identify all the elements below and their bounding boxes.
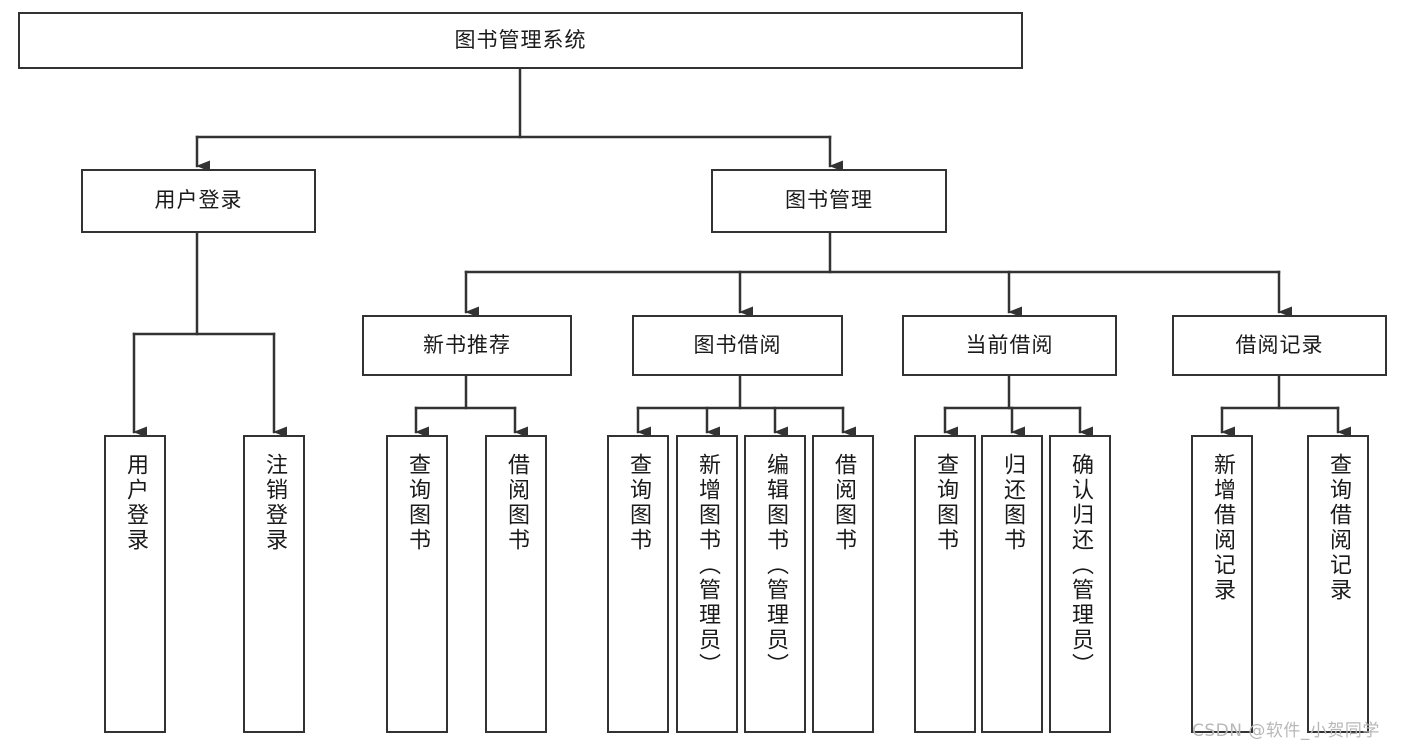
node-root-label: 图书管理系统 [454,27,587,52]
node-user-login[interactable]: 用户登录 [81,169,316,233]
node-leaf-add-record[interactable]: 新增借阅记录 [1191,435,1253,733]
node-leaf-borrow-book-2-label: 借阅图书 [830,453,856,553]
node-leaf-query-record-label: 查询借阅记录 [1325,453,1351,603]
node-leaf-confirm-return-label: 确认归还（管理员） [1067,453,1093,678]
node-leaf-query-book-1[interactable]: 查询图书 [386,435,448,733]
node-leaf-query-book-3[interactable]: 查询图书 [914,435,976,733]
node-leaf-edit-book[interactable]: 编辑图书（管理员） [744,435,806,733]
node-leaf-borrow-book-1-label: 借阅图书 [503,453,529,553]
node-leaf-user-login-label: 用户登录 [122,453,148,553]
node-new-book-rec-label: 新书推荐 [423,332,511,357]
node-leaf-query-record[interactable]: 查询借阅记录 [1307,435,1369,733]
node-leaf-logout-login-label: 注销登录 [261,453,287,553]
node-current-borrow[interactable]: 当前借阅 [902,315,1117,376]
node-user-login-label: 用户登录 [154,188,243,213]
node-book-manage-label: 图书管理 [785,188,873,213]
node-leaf-query-book-2-label: 查询图书 [625,453,651,553]
node-borrow-record[interactable]: 借阅记录 [1172,315,1387,376]
node-leaf-return-book-label: 归还图书 [999,453,1025,553]
node-leaf-borrow-book-1[interactable]: 借阅图书 [485,435,547,733]
node-leaf-add-record-label: 新增借阅记录 [1209,453,1235,603]
node-new-book-rec[interactable]: 新书推荐 [362,315,572,376]
node-leaf-query-book-2[interactable]: 查询图书 [607,435,669,733]
node-leaf-user-login[interactable]: 用户登录 [104,435,166,733]
node-book-borrow[interactable]: 图书借阅 [632,315,843,376]
node-leaf-borrow-book-2[interactable]: 借阅图书 [812,435,874,733]
node-current-borrow-label: 当前借阅 [965,332,1054,357]
node-leaf-add-book-label: 新增图书（管理员） [694,453,720,678]
node-leaf-edit-book-label: 编辑图书（管理员） [762,453,788,678]
node-leaf-confirm-return[interactable]: 确认归还（管理员） [1049,435,1111,733]
node-borrow-record-label: 借阅记录 [1235,332,1324,357]
node-book-borrow-label: 图书借阅 [693,332,782,357]
node-leaf-logout-login[interactable]: 注销登录 [243,435,305,733]
node-leaf-query-book-1-label: 查询图书 [404,453,430,553]
node-leaf-add-book[interactable]: 新增图书（管理员） [676,435,738,733]
node-leaf-query-book-3-label: 查询图书 [932,453,958,553]
node-leaf-return-book[interactable]: 归还图书 [981,435,1043,733]
node-root[interactable]: 图书管理系统 [18,12,1023,69]
node-book-manage[interactable]: 图书管理 [711,169,947,233]
